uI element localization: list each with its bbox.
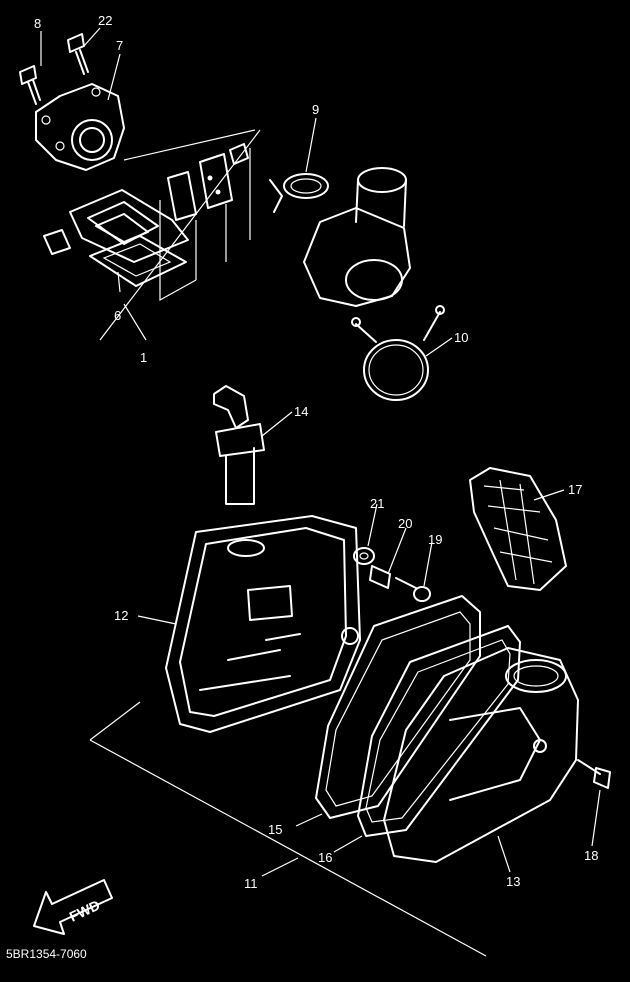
callout-21: 21 xyxy=(370,496,384,511)
part-gasket-6 xyxy=(89,235,187,287)
callout-22: 22 xyxy=(98,13,112,28)
part-air-cleaner-case-12 xyxy=(165,515,361,733)
callout-7: 7 xyxy=(116,38,123,53)
part-screw-18 xyxy=(577,759,611,789)
part-carburetor-joint xyxy=(303,167,411,307)
part-tube-14 xyxy=(213,385,265,505)
callout-8: 8 xyxy=(34,16,41,31)
callout-9: 9 xyxy=(312,102,319,117)
callout-labels: 8 22 7 9 1 6 10 14 17 21 20 19 12 15 16 … xyxy=(34,13,598,891)
part-damper-21 xyxy=(353,547,375,565)
callout-19: 19 xyxy=(428,532,442,547)
part-hose-clamp-9 xyxy=(269,173,329,213)
callout-16: 16 xyxy=(318,850,332,865)
part-bolt-8 xyxy=(19,65,41,105)
callout-6: 6 xyxy=(114,308,121,323)
callout-11: 11 xyxy=(244,876,258,891)
callout-12: 12 xyxy=(114,608,128,623)
part-gasket-16 xyxy=(357,625,521,837)
callout-15: 15 xyxy=(268,822,282,837)
part-reed-plate-right xyxy=(199,143,249,209)
callout-20: 20 xyxy=(398,516,412,531)
part-intake-duct-17 xyxy=(469,467,567,591)
part-bolt-22 xyxy=(67,33,89,75)
callout-10: 10 xyxy=(454,330,468,345)
part-band-clamp-10 xyxy=(351,305,445,401)
fwd-arrow-icon: FWD xyxy=(33,879,113,935)
callout-1: 1 xyxy=(140,350,147,365)
part-cleaner-cap-13 xyxy=(383,647,579,863)
drawing-code: 5BR1354-7060 xyxy=(6,947,87,961)
part-collar-20 xyxy=(369,565,391,589)
callout-14: 14 xyxy=(294,404,308,419)
callout-18: 18 xyxy=(584,848,598,863)
part-screw-19 xyxy=(395,577,431,602)
callout-17: 17 xyxy=(568,482,582,497)
part-manifold-7 xyxy=(35,83,125,171)
bracket-lines-1 xyxy=(99,129,261,341)
part-element-15 xyxy=(315,595,481,819)
part-reed-valve-assembly xyxy=(69,189,189,263)
leader-lines xyxy=(40,27,601,957)
callout-13: 13 xyxy=(506,874,520,889)
fwd-label: FWD xyxy=(67,897,103,925)
